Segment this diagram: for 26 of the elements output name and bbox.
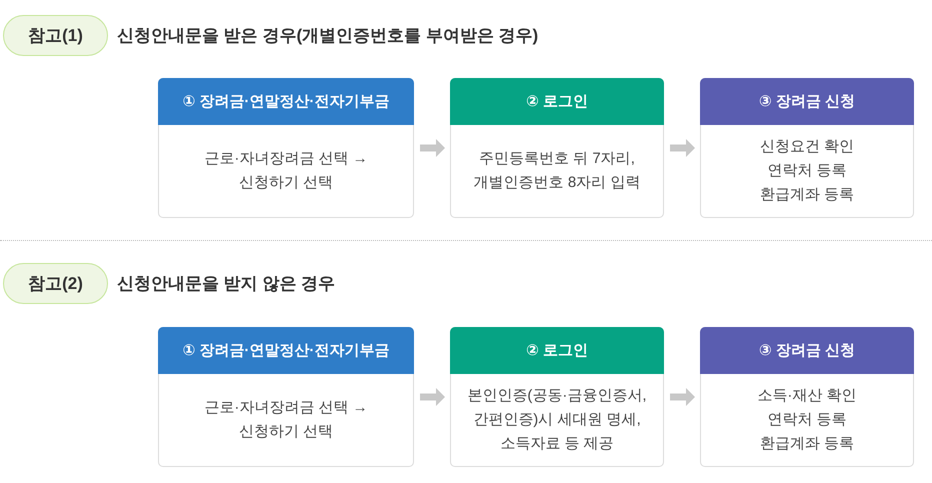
step-header: ① 장려금·연말정산·전자기부금 (158, 327, 414, 374)
step-description: 신청요건 확인 (760, 137, 854, 157)
step-description: 소득·재산 확인 (757, 386, 857, 406)
step-card (700, 78, 914, 218)
step-description: 근로·자녀장려금 선택 → 신청하기 선택 (203, 149, 369, 193)
step-description: 주민등록번호 뒤 7자리, 개별인증번호 8자리 입력 (472, 149, 642, 193)
step-header: ③ 장려금 신청 (700, 78, 914, 125)
section-heading: 신청안내문을 받은 경우(개별인증번호를 부여받은 경우) (117, 25, 538, 47)
step-card (450, 327, 664, 467)
step-card (700, 327, 914, 467)
reference-pill: 참고(2) (3, 263, 108, 304)
step-description: 환급계좌 등록 (760, 185, 854, 205)
step-description: 본인인증(공동·금융인증서, 간편인증)시 세대원 명세, 소득자료 등 제공 (466, 386, 648, 454)
step-card (158, 78, 414, 218)
step-header: ② 로그인 (450, 327, 664, 374)
step-header: ③ 장려금 신청 (700, 327, 914, 374)
step-description: 환급계좌 등록 (760, 434, 854, 454)
step-header: ① 장려금·연말정산·전자기부금 (158, 78, 414, 125)
step-description: 연락처 등록 (767, 410, 847, 430)
step-header: ② 로그인 (450, 78, 664, 125)
reference-pill: 참고(1) (3, 15, 108, 56)
step-description: 연락처 등록 (767, 161, 847, 181)
step-description: 근로·자녀장려금 선택 → 신청하기 선택 (203, 398, 369, 442)
step-card (158, 327, 414, 467)
section-heading: 신청안내문을 받지 않은 경우 (117, 273, 336, 295)
step-card (450, 78, 664, 218)
